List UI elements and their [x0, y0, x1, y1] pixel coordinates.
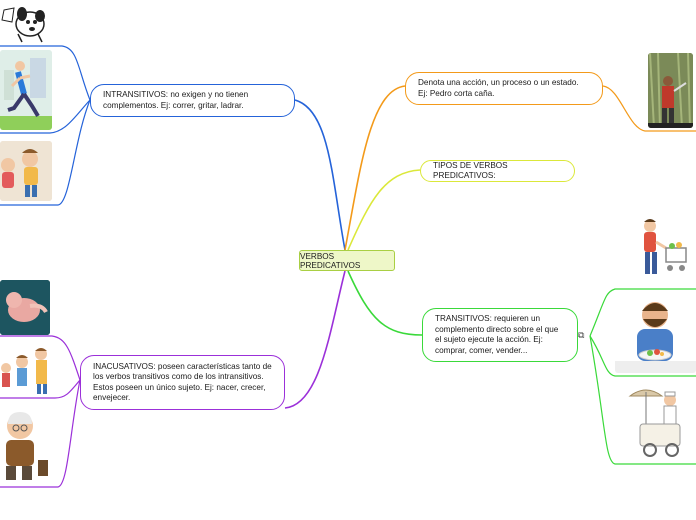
node-tipos[interactable]: TIPOS DE VERBOS PREDICATIVOS: [420, 160, 575, 182]
sugarcane-cutter-image [648, 53, 693, 128]
man-eating-image [615, 293, 696, 373]
shopping-man-image [630, 212, 696, 284]
baby-image [0, 280, 50, 335]
node-intransitivos-text: INTRANSITIVOS: no exigen y no tienen com… [103, 90, 249, 110]
node-transitivos[interactable]: TRANSITIVOS: requieren un complemento di… [422, 308, 578, 362]
node-accion[interactable]: Denota una acción, un proceso o un estad… [405, 72, 603, 105]
runner-image [0, 50, 52, 130]
shouting-kids-image [0, 141, 52, 201]
node-accion-text: Denota una acción, un proceso o un estad… [418, 78, 579, 98]
dog-cartoon-image [0, 0, 52, 44]
external-link-icon[interactable]: ⧉ [578, 330, 585, 340]
central-topic[interactable]: VERBOS PREDICATIVOS [299, 250, 395, 271]
growing-kids-image [0, 344, 55, 396]
old-man-image [0, 404, 56, 484]
node-intransitivos[interactable]: INTRANSITIVOS: no exigen y no tienen com… [90, 84, 295, 117]
node-inacusativos[interactable]: INACUSATIVOS: poseen características tan… [80, 355, 285, 410]
node-inacusativos-text: INACUSATIVOS: poseen características tan… [93, 361, 272, 403]
node-transitivos-text: TRANSITIVOS: requieren un complemento di… [435, 314, 559, 355]
ice-cream-vendor-image [626, 384, 696, 460]
node-tipos-text: TIPOS DE VERBOS PREDICATIVOS: [433, 160, 508, 181]
central-topic-label: VERBOS PREDICATIVOS [300, 251, 361, 270]
